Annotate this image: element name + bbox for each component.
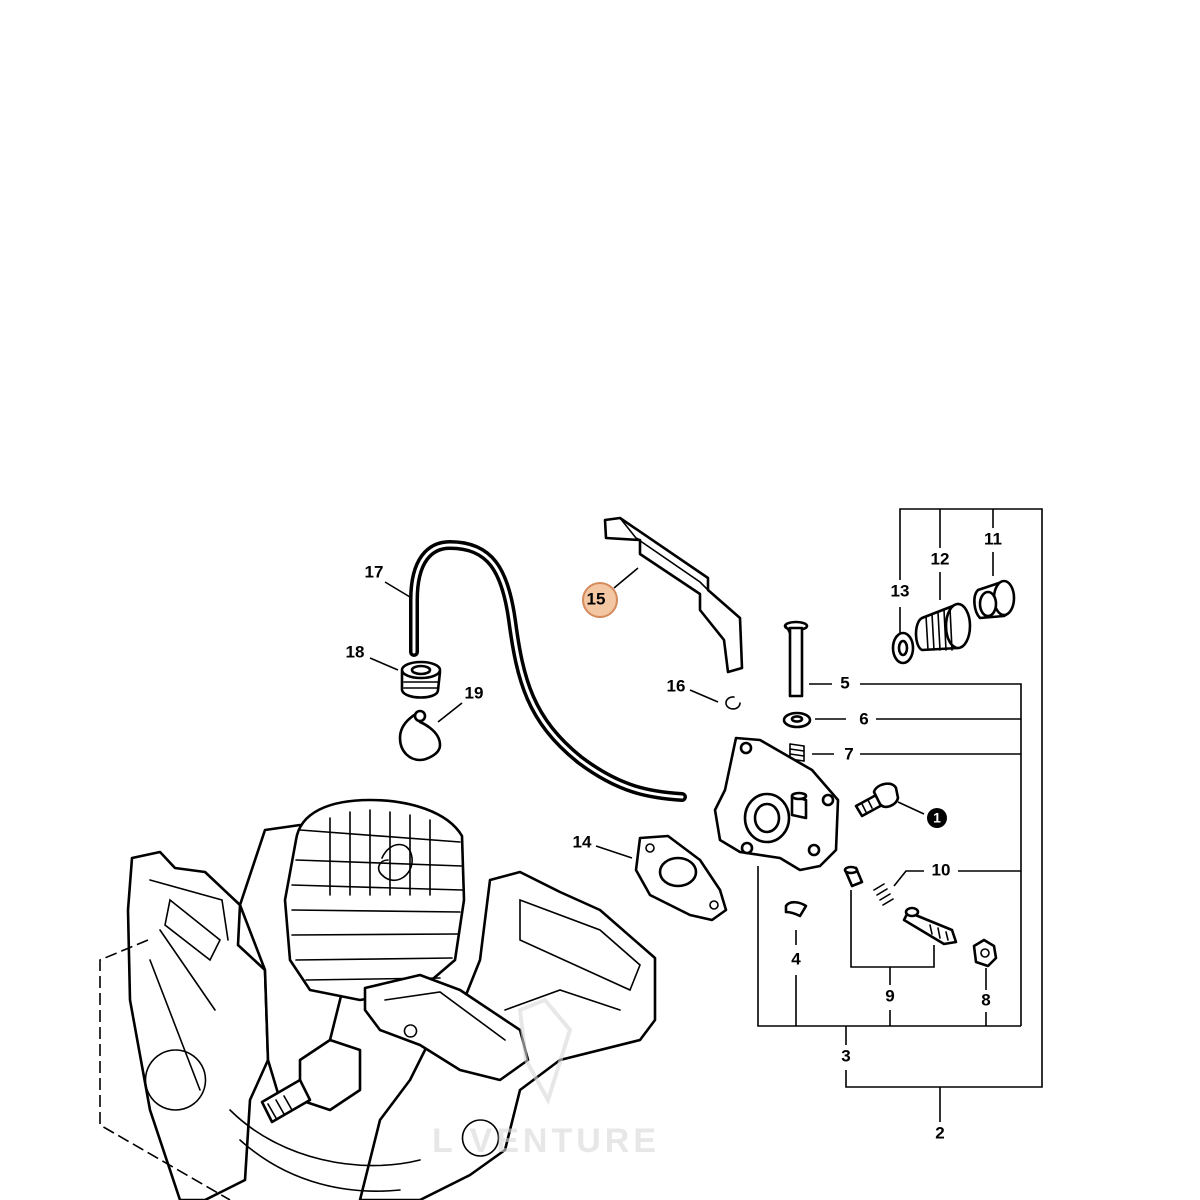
callout-labels: 1 2 3 4 5 6 7 8 9 10 11 12 13 14 15 16 1… — [346, 529, 1002, 1142]
callout-2: 2 — [935, 1123, 944, 1142]
clip-part — [784, 900, 808, 918]
spring-10-part — [873, 883, 894, 906]
callout-15-highlighted: 15 — [582, 582, 618, 618]
callout-17: 17 — [365, 562, 384, 581]
callout-11: 11 — [984, 529, 1002, 548]
ring-part — [725, 696, 741, 710]
callout-5: 5 — [840, 673, 849, 692]
callout-14: 14 — [573, 832, 592, 851]
callout-10: 10 — [932, 860, 951, 879]
callout-19: 19 — [465, 683, 484, 702]
callout-8: 8 — [981, 990, 990, 1009]
grommet-part — [400, 660, 442, 699]
oil-filter-part — [398, 709, 442, 762]
nut-part — [972, 938, 998, 968]
svg-text:1: 1 — [933, 810, 941, 826]
svg-text:L VENTURE: L VENTURE — [432, 1122, 660, 1160]
callout-16: 16 — [667, 676, 686, 695]
callout-18: 18 — [346, 642, 365, 661]
washer-13-part — [891, 631, 915, 665]
oil-pump-body — [713, 736, 840, 872]
callout-12: 12 — [931, 549, 950, 568]
callout-1: 1 — [927, 808, 947, 828]
sleeve-part — [843, 865, 864, 888]
oil-hose-part — [409, 539, 687, 802]
leader-lines — [369, 508, 1043, 1122]
watermark: L VENTURE — [432, 997, 660, 1160]
callout-9: 9 — [885, 986, 894, 1005]
bushing-part — [973, 579, 1016, 620]
bolt-part — [854, 782, 900, 818]
callout-4: 4 — [791, 949, 801, 968]
worm-gear-part — [914, 602, 972, 652]
callout-7: 7 — [844, 744, 853, 763]
gasket-part — [634, 834, 728, 922]
oil-tube-part — [603, 516, 744, 674]
callout-3: 3 — [841, 1046, 850, 1065]
washer-part — [782, 711, 812, 729]
adjust-screw-part — [902, 906, 958, 946]
pin-part — [783, 620, 809, 698]
engine-crankcase-drawing — [99, 798, 657, 1200]
callout-13: 13 — [891, 581, 910, 600]
svg-text:15: 15 — [587, 589, 606, 608]
callout-6: 6 — [859, 709, 868, 728]
